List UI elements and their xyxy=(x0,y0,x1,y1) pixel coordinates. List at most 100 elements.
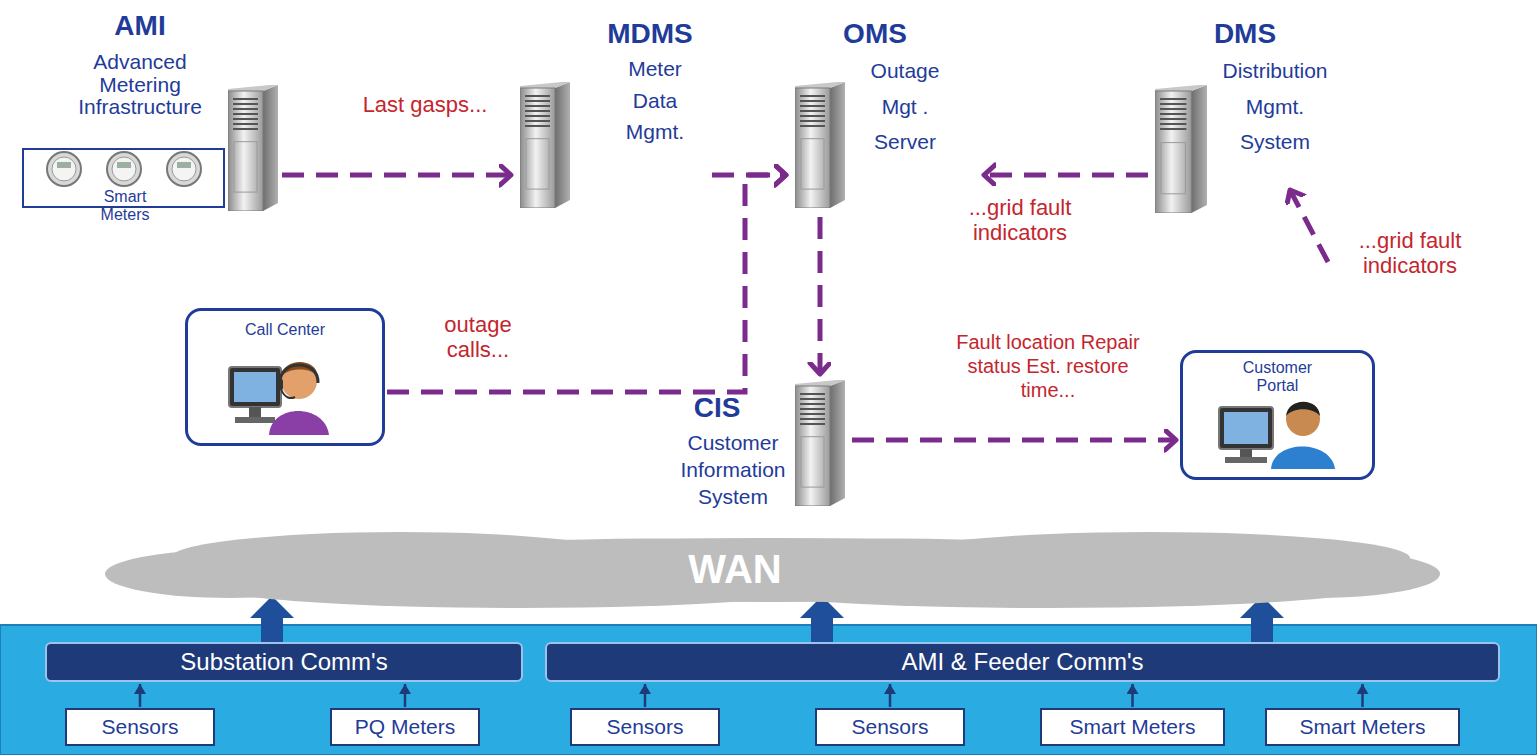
cloud-puff xyxy=(1190,550,1440,598)
icon-part xyxy=(1155,85,1207,91)
icon-part xyxy=(167,152,201,186)
feed-arrow xyxy=(404,684,407,707)
node-title: AMI xyxy=(114,10,165,42)
feed-arrow xyxy=(1361,684,1364,707)
server-icon xyxy=(1155,85,1207,217)
icon-part xyxy=(800,418,825,420)
icon-part xyxy=(1160,128,1186,130)
device-box: PQ Meters xyxy=(330,708,480,746)
icon-part xyxy=(112,157,136,181)
node-text: Customer Portal xyxy=(1243,359,1312,396)
icon-part xyxy=(520,82,570,88)
icon-part xyxy=(520,82,570,208)
icon-part xyxy=(233,113,258,115)
edge-label: Last gasps... xyxy=(363,92,488,117)
customer-icon xyxy=(1213,389,1343,473)
device-box: Sensors xyxy=(65,708,215,746)
icon-part xyxy=(795,380,845,386)
dashed-connector xyxy=(984,173,1148,178)
icon-part xyxy=(800,423,825,425)
server-icon xyxy=(795,380,845,510)
server-node: CIS Customer Information System xyxy=(665,378,850,518)
dashed-connector xyxy=(387,175,786,392)
node-text: Smart Meters xyxy=(101,188,150,225)
feed-arrow xyxy=(889,684,892,707)
icon-part xyxy=(525,120,550,122)
icon-part xyxy=(1213,389,1343,469)
user-box: Customer Portal xyxy=(1180,350,1375,480)
icon-part xyxy=(795,82,845,208)
icon-part xyxy=(800,413,825,415)
icon-part xyxy=(555,82,570,208)
icon-part xyxy=(234,142,257,192)
icon-part xyxy=(1160,118,1186,120)
icon-part xyxy=(525,100,550,102)
icon-part xyxy=(800,110,825,112)
wan-cloud: WAN xyxy=(100,528,1445,610)
node-text: Customer Information System xyxy=(680,430,785,511)
icon-part xyxy=(795,386,830,506)
icon-part xyxy=(1225,457,1267,463)
icon-part xyxy=(1286,402,1320,416)
icon-part xyxy=(228,91,263,211)
icon-part xyxy=(1191,85,1207,213)
block-arrow xyxy=(250,596,294,642)
icon-part xyxy=(281,389,295,398)
icon-part xyxy=(800,398,825,400)
icon-part xyxy=(107,152,141,186)
icon-part xyxy=(235,417,275,423)
icon-part xyxy=(24,150,223,190)
icon-part xyxy=(228,85,278,211)
icon-part xyxy=(801,437,824,487)
icon-part xyxy=(233,103,258,105)
icon-part xyxy=(1160,103,1186,105)
icon-part xyxy=(800,105,825,107)
icon-part xyxy=(800,125,825,127)
icon-part xyxy=(1224,412,1268,444)
icon-part xyxy=(233,118,258,120)
icon-part xyxy=(525,125,550,127)
node-text: Sensors xyxy=(101,715,178,739)
node-text: Sensors xyxy=(851,715,928,739)
node-title: MDMS xyxy=(607,18,693,50)
node-text: Smart Meters xyxy=(1069,715,1195,739)
icon-part xyxy=(800,403,825,405)
icon-part xyxy=(172,157,196,181)
meter-box: Smart Meters xyxy=(22,148,225,208)
icon-part xyxy=(117,162,131,168)
node-text: Outage Mgt . Server xyxy=(858,53,953,160)
cloud-puff xyxy=(105,550,355,598)
server-node: MDMSMeter Data Mgmt. xyxy=(515,10,710,215)
node-text: WAN xyxy=(688,546,781,592)
icon-part xyxy=(800,95,825,97)
dashed-connector xyxy=(818,217,823,374)
icon-part xyxy=(249,407,261,417)
server-icon xyxy=(520,82,570,212)
node-title: CIS xyxy=(694,392,741,424)
meter-icons xyxy=(24,150,223,194)
feed-arrow xyxy=(139,684,142,707)
node-title: DMS xyxy=(1214,18,1276,50)
icon-part xyxy=(233,108,258,110)
icon-part xyxy=(280,365,318,383)
icon-part xyxy=(52,157,76,181)
icon-part xyxy=(1219,407,1273,449)
edge-label: outage calls... xyxy=(444,312,511,363)
note-label: ...grid fault indicators xyxy=(1340,228,1480,279)
icon-part xyxy=(800,115,825,117)
icon-part xyxy=(269,411,329,435)
user-box: Call Center xyxy=(185,308,385,446)
edge-label: Fault location Repair status Est. restor… xyxy=(948,330,1148,402)
icon-part xyxy=(263,85,278,211)
node-text: Substation Comm's xyxy=(180,648,387,676)
edge-label: ...grid fault indicators xyxy=(950,195,1090,246)
icon-part xyxy=(233,123,258,125)
icon-part xyxy=(795,82,845,88)
icon-part xyxy=(228,85,278,91)
icon-part xyxy=(1160,108,1186,110)
node-text: Advanced Metering Infrastructure xyxy=(78,51,202,119)
node-text: Distribution Mgmt. System xyxy=(1222,53,1327,160)
icon-part xyxy=(47,152,81,186)
icon-part xyxy=(276,379,283,390)
node-text: AMI & Feeder Comm's xyxy=(902,648,1144,676)
